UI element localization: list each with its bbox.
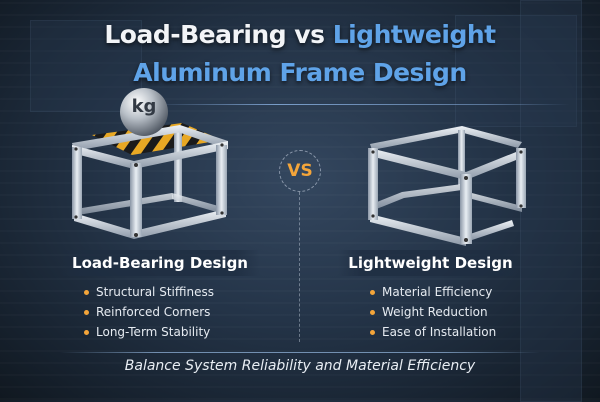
header-divider — [150, 104, 570, 105]
bullet-icon — [84, 329, 89, 335]
feature-item: Weight Reduction — [370, 302, 496, 322]
feature-label: Ease of Installation — [382, 325, 497, 339]
feature-item: Reinforced Corners — [84, 302, 214, 322]
title-part-load-bearing: Load-Bearing vs — [104, 20, 333, 49]
load-bearing-frame-illustration — [72, 88, 228, 239]
background-panel — [455, 15, 577, 127]
bullet-icon — [370, 329, 375, 335]
feature-item: Material Efficiency — [370, 282, 496, 302]
feature-label: Long-Term Stability — [96, 325, 211, 339]
feature-item: Ease of Installation — [370, 322, 496, 342]
load-bearing-feature-list: Structural Stiffiness Reinforced Corners… — [84, 282, 214, 342]
weight-kg-label: kg — [131, 96, 157, 117]
bullet-icon — [370, 309, 375, 315]
vs-badge: VS — [279, 150, 321, 192]
lightweight-feature-list: Material Efficiency Weight Reduction Eas… — [370, 282, 496, 342]
background-panel — [520, 0, 582, 402]
load-bearing-title: Load-Bearing Design — [60, 250, 260, 276]
feature-label: Structural Stiffiness — [96, 285, 214, 299]
tagline: Balance System Reliability and Material … — [124, 358, 476, 374]
lightweight-frame-illustration — [368, 126, 526, 246]
bullet-icon — [370, 289, 375, 295]
page-title-line2: Aluminum Frame Design — [133, 58, 467, 87]
feature-label: Weight Reduction — [382, 305, 488, 319]
lightweight-title: Lightweight Design — [338, 250, 523, 276]
title-part-lightweight: Lightweight — [332, 20, 496, 49]
bullet-icon — [84, 289, 89, 295]
vs-label: VS — [287, 161, 313, 181]
center-divider — [299, 192, 300, 342]
bullet-icon — [84, 309, 89, 315]
page-title-line1: Load-Bearing vs Lightweight — [0, 20, 600, 49]
feature-label: Reinforced Corners — [96, 305, 211, 319]
feature-label: Material Efficiency — [382, 285, 493, 299]
footer-divider — [60, 352, 540, 353]
feature-item: Structural Stiffiness — [84, 282, 214, 302]
background-panel — [30, 20, 142, 112]
feature-item: Long-Term Stability — [84, 322, 214, 342]
